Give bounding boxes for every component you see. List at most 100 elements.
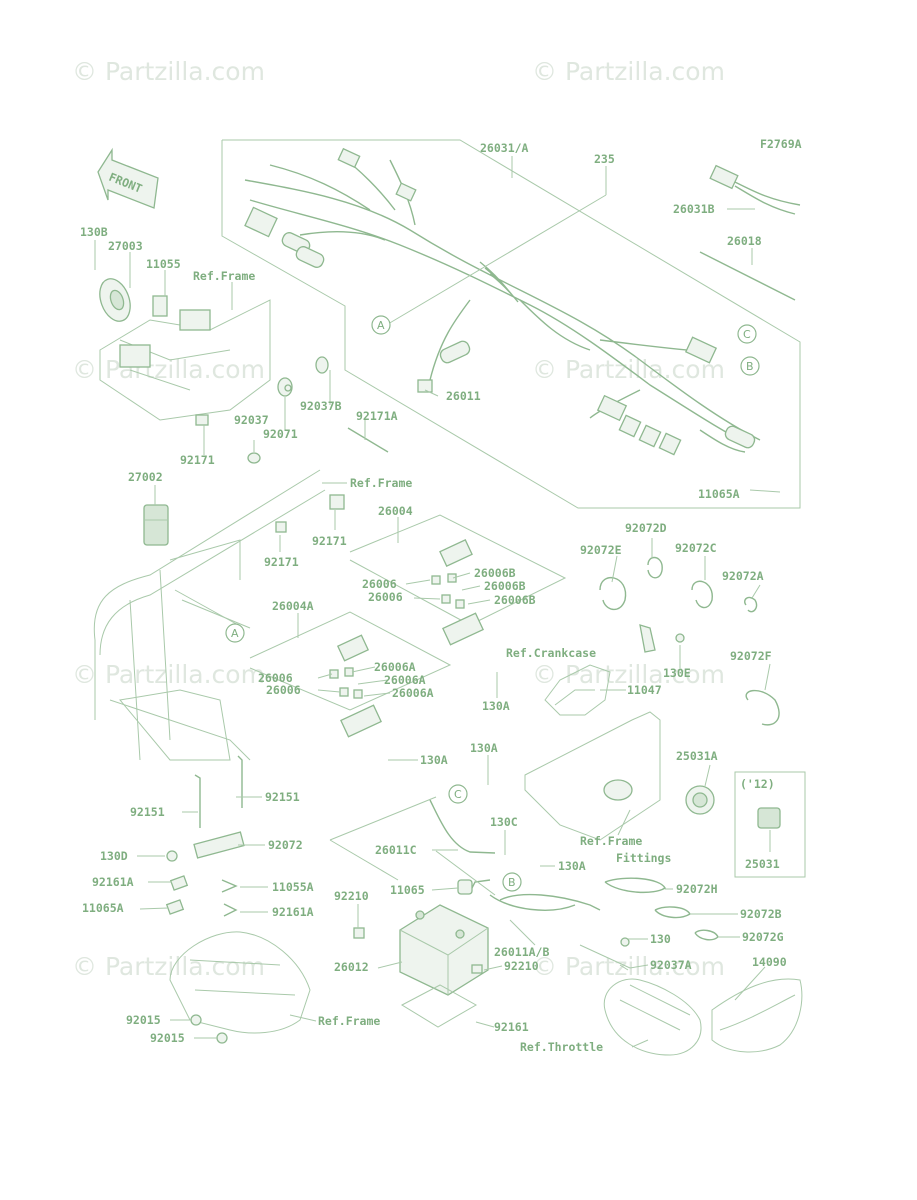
part-label: Ref.Throttle bbox=[520, 1040, 603, 1054]
part-label: 26011A/B bbox=[494, 945, 549, 959]
throttle-assembly bbox=[579, 937, 702, 1056]
part-label: 92037A bbox=[650, 958, 692, 972]
part-label: 92151 bbox=[130, 805, 165, 819]
part-label: 92072E bbox=[580, 543, 622, 557]
part-label: 92072C bbox=[675, 541, 717, 555]
frame-part-top-left bbox=[99, 299, 271, 421]
part-label: 26018 bbox=[727, 234, 762, 248]
part-label: 92015 bbox=[126, 1013, 161, 1027]
part-label: 11065 bbox=[390, 883, 425, 897]
crankcase-cover bbox=[544, 624, 685, 716]
part-label: 26031/A bbox=[480, 141, 529, 155]
part-label: 130A bbox=[558, 859, 586, 873]
part-label: 92171 bbox=[312, 534, 347, 548]
callouts: A C B A C B bbox=[225, 315, 760, 892]
part-label: 130D bbox=[100, 849, 128, 863]
part-label: 26031B bbox=[673, 202, 715, 216]
part-label: 92015 bbox=[150, 1031, 185, 1045]
part-label: 25031 bbox=[745, 857, 780, 871]
part-label: 92072A bbox=[722, 569, 764, 583]
part-label: 92037 bbox=[234, 413, 269, 427]
part-label: 26012 bbox=[334, 960, 369, 974]
part-label: 11047 bbox=[627, 683, 662, 697]
part-label: 92071 bbox=[263, 427, 298, 441]
callout-a: A bbox=[231, 627, 239, 640]
junction-box-26004 bbox=[349, 514, 567, 646]
part-label: 26006 bbox=[362, 577, 397, 591]
callout-b: B bbox=[508, 876, 516, 889]
part-label: Fittings bbox=[616, 851, 671, 865]
part-label: 130B bbox=[80, 225, 108, 239]
part-label: 235 bbox=[594, 152, 615, 166]
battery-tray bbox=[169, 931, 311, 1044]
battery-cables bbox=[353, 799, 601, 974]
clip-icon bbox=[195, 356, 389, 464]
sub-harness-26031b bbox=[709, 164, 801, 215]
part-label: 92072H bbox=[676, 882, 718, 896]
part-label: 26006B bbox=[474, 566, 516, 580]
part-label: Ref.Frame bbox=[350, 476, 412, 490]
leader-lines bbox=[94, 156, 781, 1048]
relay-27002-icon bbox=[143, 504, 169, 546]
inset-year: ('12) bbox=[740, 777, 775, 791]
part-label: 92151 bbox=[265, 790, 300, 804]
part-label: 26011 bbox=[446, 389, 481, 403]
part-label: 26006 bbox=[368, 590, 403, 604]
part-label: 130C bbox=[490, 815, 518, 829]
part-label: 92037B bbox=[300, 399, 342, 413]
callout-c: C bbox=[743, 328, 751, 341]
front-arrow-icon: FRONT bbox=[97, 147, 159, 209]
part-label: Ref.Frame bbox=[318, 1014, 380, 1028]
battery-26012-icon bbox=[399, 904, 489, 996]
lead-wire-26018 bbox=[699, 251, 796, 301]
battery-sheet-92161 bbox=[400, 984, 478, 1028]
part-label: 92210 bbox=[504, 959, 539, 973]
part-label: 26006 bbox=[266, 683, 301, 697]
watermarks: © Partzilla.com © Partzilla.com © Partzi… bbox=[72, 57, 725, 981]
junction-box-26004a bbox=[249, 611, 452, 738]
part-label: Ref.Frame bbox=[193, 269, 255, 283]
part-label: 26006B bbox=[484, 579, 526, 593]
part-labels: 26031/A 235 26031B 26018 130B 27003 1105… bbox=[80, 141, 787, 1054]
watermark: © Partzilla.com bbox=[72, 57, 265, 86]
part-label: 130A bbox=[420, 753, 448, 767]
figure-code: F2769A bbox=[760, 137, 802, 151]
part-label: 25031A bbox=[676, 749, 718, 763]
part-label: 26004 bbox=[378, 504, 413, 518]
callout-b: B bbox=[746, 360, 754, 373]
callout-c: C bbox=[454, 788, 462, 801]
part-label: Ref.Frame bbox=[580, 834, 642, 848]
part-label: 92072G bbox=[742, 930, 784, 944]
watermark: © Partzilla.com bbox=[532, 660, 725, 689]
part-label: 26006A bbox=[384, 673, 426, 687]
harness-box-outline bbox=[221, 139, 801, 509]
frame-fittings-cover bbox=[524, 711, 661, 841]
band-clamps bbox=[599, 556, 780, 941]
watermark: © Partzilla.com bbox=[532, 57, 725, 86]
main-wiring-harness bbox=[244, 147, 761, 456]
part-label: 27002 bbox=[128, 470, 163, 484]
watermark: © Partzilla.com bbox=[532, 952, 725, 981]
part-label: 92072D bbox=[625, 521, 667, 535]
horn-icon bbox=[99, 278, 168, 322]
part-label: 92161 bbox=[494, 1020, 529, 1034]
meter-icon bbox=[685, 785, 715, 815]
part-label: 130A bbox=[470, 741, 498, 755]
watermark: © Partzilla.com bbox=[72, 952, 265, 981]
part-label: 92161A bbox=[92, 875, 134, 889]
part-label: 26006B bbox=[494, 593, 536, 607]
part-label: 92171 bbox=[180, 453, 215, 467]
callout-a: A bbox=[377, 319, 385, 332]
part-label: 92161A bbox=[272, 905, 314, 919]
cover-14090 bbox=[711, 978, 803, 1053]
part-label: 26006A bbox=[392, 686, 434, 700]
part-label: 92072B bbox=[740, 907, 782, 921]
part-label: 11055A bbox=[272, 880, 314, 894]
part-label: 11065A bbox=[698, 487, 740, 501]
part-label: 26006 bbox=[258, 671, 293, 685]
part-label: Ref.Crankcase bbox=[506, 646, 596, 660]
part-label: 92072 bbox=[268, 838, 303, 852]
part-label: 130 bbox=[650, 932, 671, 946]
part-label: 130E bbox=[663, 666, 691, 680]
